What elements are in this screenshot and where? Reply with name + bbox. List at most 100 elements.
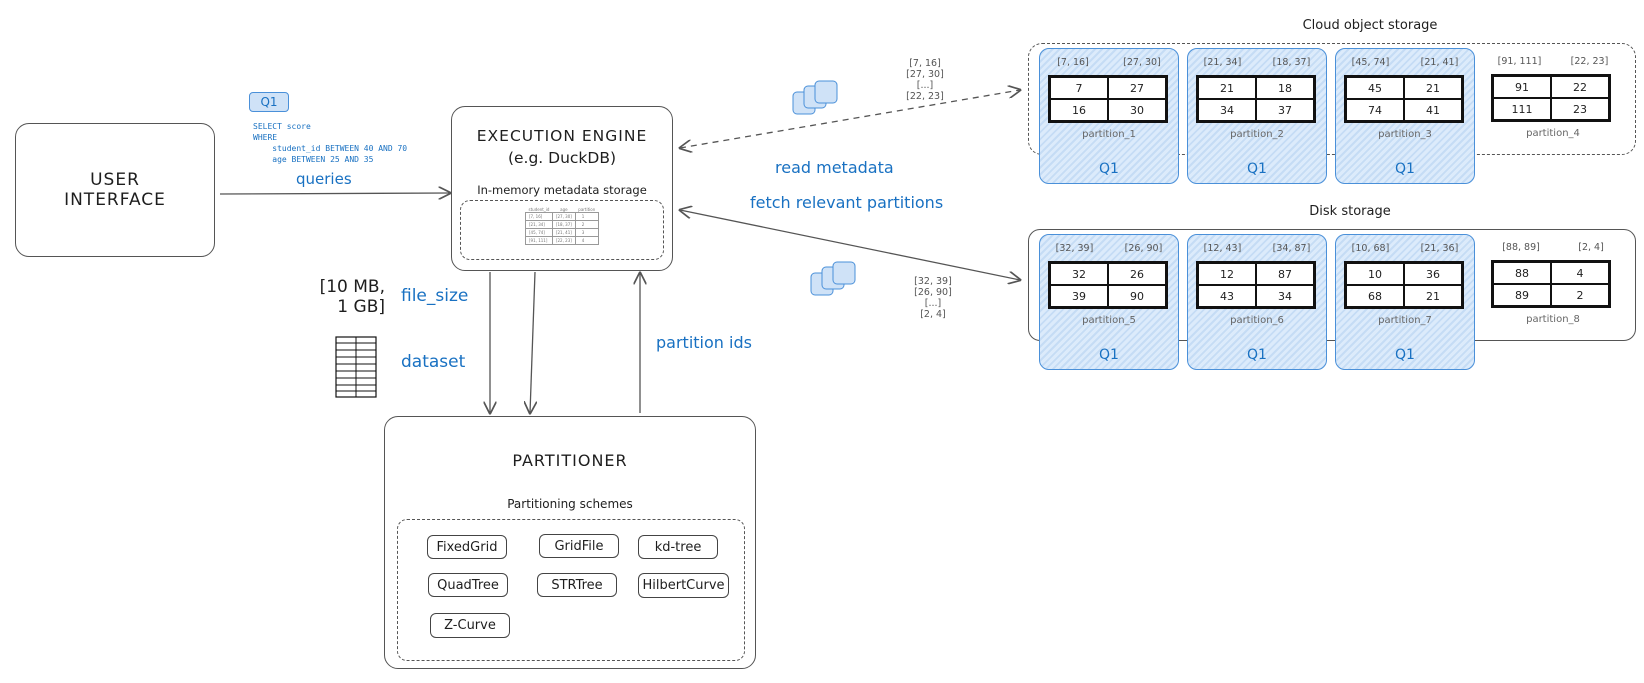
meta-cell: [91, 111] xyxy=(525,236,553,245)
partition-name: partition_1 xyxy=(1082,129,1136,140)
range-text: [22, 23] xyxy=(906,91,944,102)
range-text: [21, 41] xyxy=(1420,57,1459,68)
meta-cell: [18, 37] xyxy=(551,220,576,229)
grid-cell: 21 xyxy=(1198,77,1256,99)
queries-label: queries xyxy=(296,170,352,188)
queries-arrow xyxy=(219,193,450,194)
grid-cell: 34 xyxy=(1256,285,1314,307)
grid-cell: 30 xyxy=(1108,99,1166,121)
file-size-value-line1: [10 MB, xyxy=(319,277,385,297)
grid-cell: 4 xyxy=(1551,262,1609,284)
range-text: [18, 37] xyxy=(1272,57,1311,68)
file-size-values: [10 MB, 1 GB] xyxy=(315,277,385,317)
grid-cell: 68 xyxy=(1346,285,1404,307)
range-text: [27, 30] xyxy=(1123,57,1161,68)
grid-cell: 43 xyxy=(1198,285,1256,307)
user-interface-title-line1: USER xyxy=(90,170,140,190)
table-row: [21, 34] [18, 37] 2 xyxy=(525,220,599,229)
file-size-value-line2: 1 GB] xyxy=(337,297,385,317)
meta-cell: 3 xyxy=(574,228,599,237)
grid-cell: 39 xyxy=(1050,285,1108,307)
sql-line: age BETWEEN 25 AND 35 xyxy=(253,155,374,164)
schemes-label: Partitioning schemes xyxy=(507,497,633,511)
schemes-area xyxy=(397,519,745,661)
meta-cell: [27, 30] xyxy=(551,212,576,221)
scheme-gridfile: GridFile xyxy=(539,534,619,558)
meta-header: partition xyxy=(578,207,596,212)
meta-header: age xyxy=(560,207,568,212)
grid-cell: 34 xyxy=(1198,99,1256,121)
grid-cell: 36 xyxy=(1404,263,1462,285)
cloud-metadata-ranges: [7, 16] [27, 30] [...] [22, 23] xyxy=(885,58,965,102)
range-text: [...] xyxy=(924,298,942,309)
range-text: [2, 4] xyxy=(1578,242,1604,253)
partition-query-label: Q1 xyxy=(1395,347,1415,363)
range-text: [7, 16] xyxy=(1057,57,1089,68)
fetch-partitions-label: fetch relevant partitions xyxy=(750,193,944,212)
read-metadata-arrow xyxy=(680,90,1020,148)
grid-cell: 90 xyxy=(1108,285,1166,307)
range-text: [26, 90] xyxy=(1124,243,1163,254)
grid-cell: 21 xyxy=(1404,77,1462,99)
meta-cell: 4 xyxy=(574,236,599,245)
cloud-storage-title: Cloud object storage xyxy=(1302,18,1438,33)
grid-cell: 26 xyxy=(1108,263,1166,285)
table-row: [7, 16] [27, 30] 1 xyxy=(525,212,599,221)
range-text: [21, 34] xyxy=(1203,57,1242,68)
grid-cell: 27 xyxy=(1108,77,1166,99)
scheme-z-curve: Z-Curve xyxy=(430,613,510,638)
range-text: [21, 36] xyxy=(1420,243,1459,254)
meta-cell: 1 xyxy=(574,212,599,221)
partition-name: partition_7 xyxy=(1378,315,1432,326)
metadata-storage-area: student_id age partition [7, 16] [27, 30… xyxy=(460,200,664,260)
partition-query-label: Q1 xyxy=(1395,161,1415,177)
read-metadata-label: read metadata xyxy=(775,158,894,177)
partition-name: partition_8 xyxy=(1526,314,1580,325)
meta-header: student_id xyxy=(528,207,550,212)
grid-cell: 32 xyxy=(1050,263,1108,285)
disk-partition-ranges: [32, 39] [26, 90] [...] [2, 4] xyxy=(893,276,973,320)
range-text: [22, 23] xyxy=(1570,56,1609,67)
engine-to-partitioner-arrow-2 xyxy=(530,271,535,413)
scheme-strtree: STRTree xyxy=(537,573,617,597)
partition-query-label: Q1 xyxy=(1099,347,1119,363)
range-text: [88, 89] xyxy=(1502,242,1540,253)
range-text: [2, 4] xyxy=(920,309,946,320)
grid-cell: 111 xyxy=(1493,98,1551,120)
user-interface-title-line2: INTERFACE xyxy=(64,190,166,210)
grid-cell: 7 xyxy=(1050,77,1108,99)
partitioner-title: PARTITIONER xyxy=(512,451,628,470)
meta-cell: [7, 16] xyxy=(525,212,553,221)
q1-badge: Q1 xyxy=(249,92,289,112)
meta-cell: [22, 23] xyxy=(551,236,576,245)
engine-title: EXECUTION ENGINE xyxy=(476,127,648,145)
disk-storage-area xyxy=(1028,229,1636,341)
metadata-storage-label: In-memory metadata storage xyxy=(477,183,647,197)
range-text: [26, 90] xyxy=(914,287,952,298)
table-row: [45, 74] [21, 41] 3 xyxy=(525,228,599,237)
range-text: [34, 87] xyxy=(1272,243,1311,254)
grid-cell: 91 xyxy=(1493,76,1551,98)
range-text: [27, 30] xyxy=(906,69,944,80)
grid-cell: 10 xyxy=(1346,263,1404,285)
sql-line: WHERE xyxy=(253,133,278,142)
partition-query-label: Q1 xyxy=(1247,161,1267,177)
dataset-table-icon xyxy=(335,336,377,398)
partition-query-label: Q1 xyxy=(1247,347,1267,363)
file-size-label: file_size xyxy=(401,286,469,306)
meta-cell: [21, 41] xyxy=(551,228,576,237)
engine-subtitle: (e.g. DuckDB) xyxy=(507,149,617,167)
grid-cell: 45 xyxy=(1346,77,1404,99)
range-text: [10, 68] xyxy=(1351,243,1390,254)
grid-cell: 16 xyxy=(1050,99,1108,121)
grid-cell: 41 xyxy=(1404,99,1462,121)
